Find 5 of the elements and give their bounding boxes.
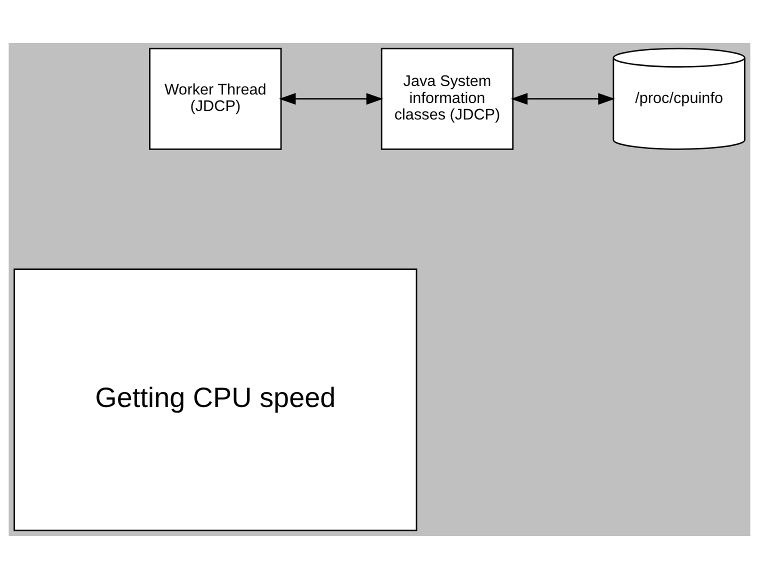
node-box: Java System information classes (JDCP) [380, 48, 514, 150]
arrow [278, 93, 384, 105]
node-box: Getting CPU speed [14, 268, 418, 532]
node-box: Worker Thread (JDCP) [149, 48, 282, 150]
arrow [510, 93, 615, 105]
